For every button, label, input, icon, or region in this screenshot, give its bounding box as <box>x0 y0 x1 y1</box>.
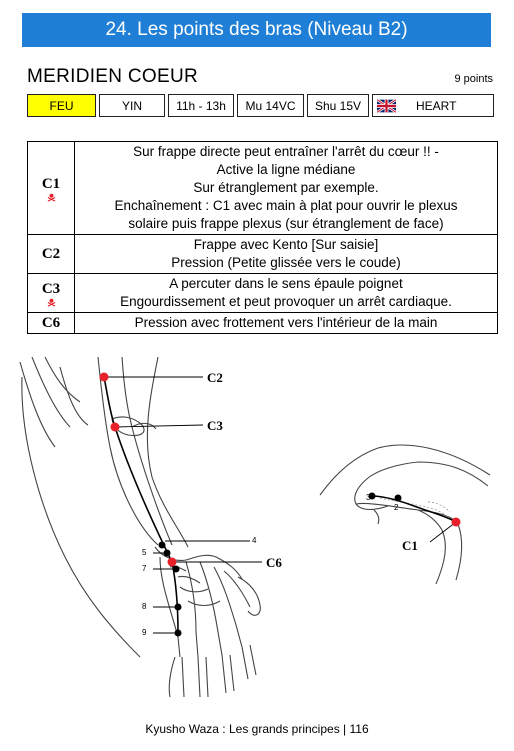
point-code: C3 <box>41 280 61 297</box>
point-code: C2 <box>41 246 61 262</box>
label-number: 7 <box>142 564 147 573</box>
table-row: C2 Frappe avec Kento [Sur saisie] Pressi… <box>27 234 498 274</box>
point-code-cell: C2 <box>27 234 75 274</box>
page-footer: Kyusho Waza : Les grands principes | 116 <box>145 722 369 736</box>
label-number: 3 <box>366 493 371 502</box>
point-description: Sur frappe directe peut entraîner l'arrê… <box>74 141 498 235</box>
point-marker <box>158 541 166 549</box>
skull-crossbones-icon <box>47 193 55 202</box>
label-c1: C1 <box>402 538 418 553</box>
point-c6-marker <box>167 557 177 567</box>
description-line: Frappe avec Kento [Sur saisie] <box>193 237 379 252</box>
point-marker <box>163 549 171 557</box>
point-code-cell: C3 <box>27 273 75 313</box>
point-c2-marker <box>99 372 109 382</box>
description-line: Sur frappe directe peut entraîner l'arrê… <box>133 144 439 159</box>
point-marker <box>174 629 182 637</box>
point-code: C1 <box>41 175 61 192</box>
point-marker <box>394 494 402 502</box>
description-line: A percuter dans le sens épaule poignet <box>169 276 403 291</box>
point-code-cell: C6 <box>27 312 75 334</box>
description-line: Sur étranglement par exemple. <box>193 180 379 195</box>
label-number: 2 <box>394 503 399 512</box>
description-line: Engourdissement et peut provoquer un arr… <box>120 294 452 309</box>
label-c3: C3 <box>207 418 223 433</box>
point-marker <box>172 565 180 573</box>
point-c3-marker <box>110 422 120 432</box>
element-tag: FEU <box>27 94 96 117</box>
point-description: Frappe avec Kento [Sur saisie] Pression … <box>74 234 498 274</box>
description-line: solaire puis frappe plexus (sur étrangle… <box>128 216 444 231</box>
point-description: Pression avec frottement vers l'intérieu… <box>74 312 498 334</box>
english-name-tag: HEART <box>372 94 494 117</box>
table-row: C6 Pression avec frottement vers l'intér… <box>27 312 498 334</box>
point-code-cell: C1 <box>27 141 75 235</box>
mu-tag: Mu 14VC <box>237 94 304 117</box>
point-code: C6 <box>41 315 61 331</box>
description-line: Active la ligne médiane <box>216 162 356 177</box>
point-c1-marker <box>451 517 461 527</box>
label-number: 8 <box>142 602 147 611</box>
description-line: Enchaînement : C1 avec main à plat pour … <box>114 198 458 213</box>
shu-tag: Shu 15V <box>307 94 369 117</box>
skull-crossbones-icon <box>47 298 55 307</box>
uk-flag-icon <box>377 98 396 113</box>
arm-illustration <box>19 357 262 697</box>
page-title: 24. Les points des bras (Niveau B2) <box>22 13 491 47</box>
points-table: C1 Sur frappe directe peut entraîner l'a… <box>27 141 498 334</box>
points-count: 9 points <box>454 73 493 85</box>
label-number: 9 <box>142 628 147 637</box>
time-tag: 11h - 13h <box>168 94 234 117</box>
english-name: HEART <box>416 98 457 113</box>
description-line: Pression avec frottement vers l'intérieu… <box>134 315 438 330</box>
table-row: C1 Sur frappe directe peut entraîner l'a… <box>27 141 498 235</box>
label-c6: C6 <box>266 555 282 570</box>
label-number: 5 <box>142 548 147 557</box>
point-marker <box>368 492 376 500</box>
point-marker <box>174 603 182 611</box>
meridian-tags: FEU YIN 11h - 13h Mu 14VC Shu 15V HEART <box>27 94 494 117</box>
elbow-illustration <box>319 444 491 585</box>
polarity-tag: YIN <box>99 94 165 117</box>
point-description: A percuter dans le sens épaule poignet E… <box>74 273 498 313</box>
meridian-name: MERIDIEN COEUR <box>27 66 198 87</box>
table-row: C3 A percuter dans le sens épaule poigne… <box>27 273 498 313</box>
description-line: Pression (Petite glissée vers le coude) <box>171 255 401 270</box>
label-c2: C2 <box>207 370 223 385</box>
label-number: 4 <box>252 536 257 545</box>
